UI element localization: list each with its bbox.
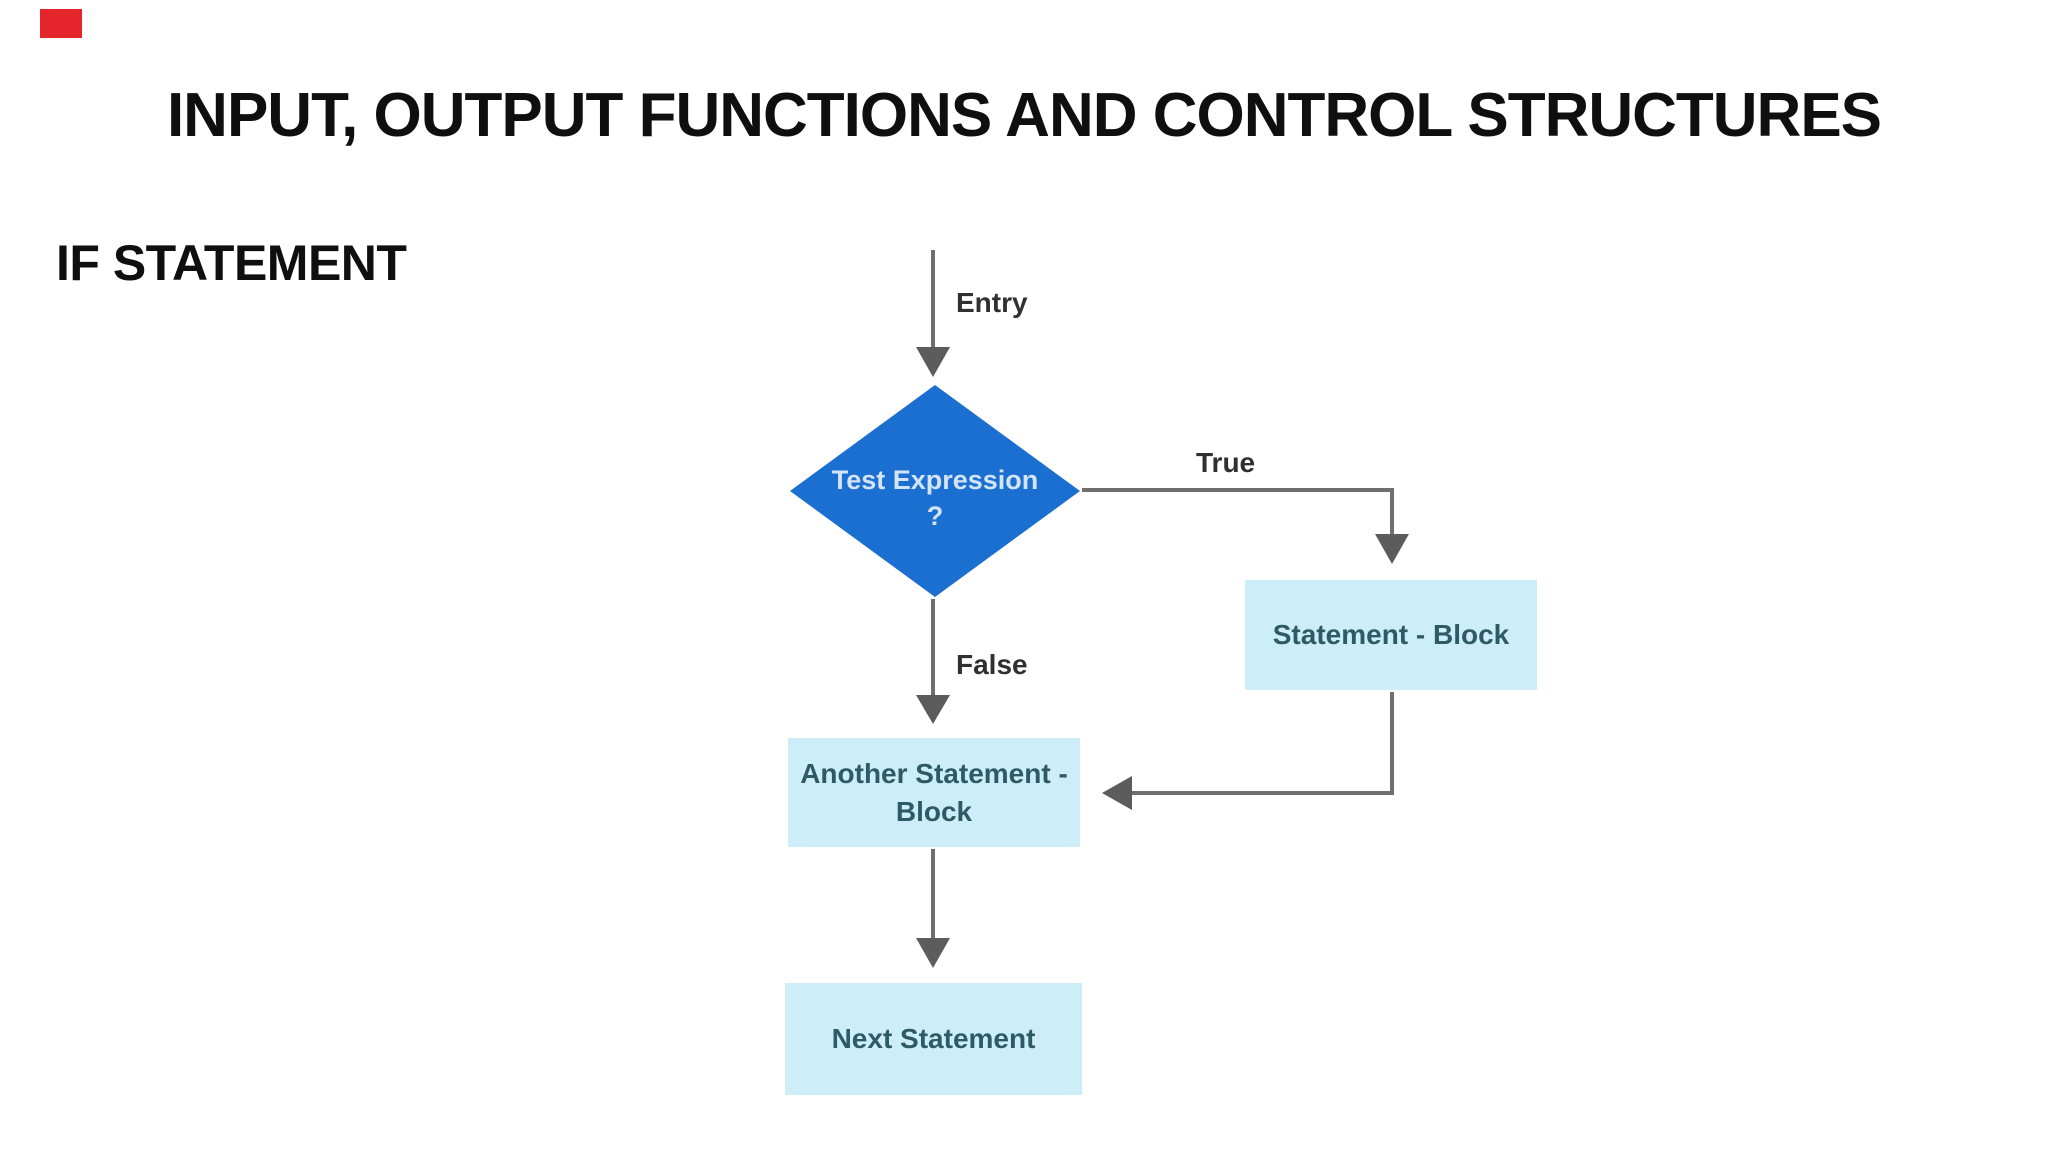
statement-block-label: Statement - Block bbox=[1272, 619, 1510, 650]
next-statement-node: Next Statement bbox=[785, 983, 1082, 1095]
another-statement-block-label-line2: Block bbox=[895, 795, 973, 827]
decision-text: Test Expression ? bbox=[800, 462, 1070, 534]
false-label: False bbox=[956, 649, 1028, 680]
red-marker bbox=[40, 9, 82, 38]
true-label: True bbox=[1196, 447, 1256, 478]
decision-diamond bbox=[790, 385, 1080, 597]
statement-block-node: Statement - Block bbox=[1245, 580, 1537, 690]
false-branch-arrow-icon bbox=[916, 695, 950, 724]
decision-text-line2: ? bbox=[926, 501, 944, 531]
section-heading: IF STATEMENT bbox=[56, 235, 407, 291]
another-statement-block-label-line1: Another Statement - bbox=[800, 757, 1068, 789]
decision-text-line1: Test Expression bbox=[831, 465, 1039, 495]
page-title: INPUT, OUTPUT FUNCTIONS AND CONTROL STRU… bbox=[166, 81, 1882, 150]
next-statement-label: Next Statement bbox=[831, 1023, 1036, 1054]
entry-label: Entry bbox=[956, 287, 1028, 318]
next-statement-arrow-icon bbox=[916, 938, 950, 968]
entry-arrow-icon bbox=[916, 347, 950, 377]
merge-arrow-icon bbox=[1102, 776, 1132, 810]
another-statement-block-node: Another Statement - Block bbox=[788, 738, 1080, 847]
true-branch-arrow-icon bbox=[1375, 534, 1409, 564]
